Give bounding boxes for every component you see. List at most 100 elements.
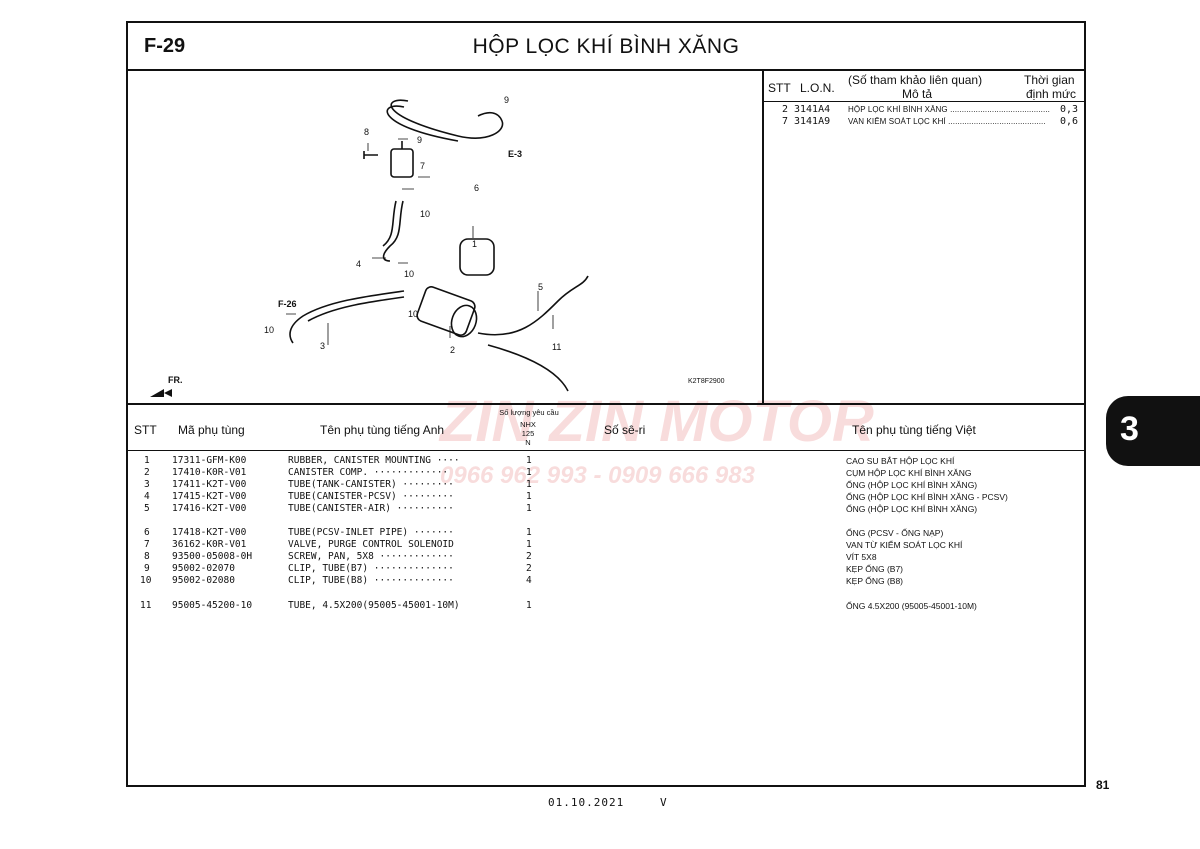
row-stt: 4 xyxy=(144,491,150,502)
lon-row-2-desc: VAN KIỂM SOÁT LỌC KHÍ ..................… xyxy=(848,117,1046,126)
row-qty: 2 xyxy=(526,563,532,574)
row-name-vn: KẸP ỐNG (B7) xyxy=(846,564,903,574)
row-part-number: 36162-K0R-V01 xyxy=(172,539,247,550)
footer-version: V xyxy=(660,796,667,809)
page-title: HỘP LỌC KHÍ BÌNH XĂNG xyxy=(472,35,740,58)
tube-3 xyxy=(289,290,405,344)
row-name-en: RUBBER, CANISTER MOUNTING ···· xyxy=(288,455,460,466)
row-qty: 1 xyxy=(526,455,532,466)
row-part-number: 17418-K2T-V00 xyxy=(172,527,247,538)
screw-8 xyxy=(363,151,378,159)
row-stt: 6 xyxy=(144,527,150,538)
table-row: 10 95002-02080 CLIP, TUBE(B8) ············… xyxy=(128,575,1084,587)
header-name-vn: Tên phụ tùng tiếng Việt xyxy=(852,423,976,437)
ref-fr: FR. xyxy=(168,375,183,385)
row-stt: 2 xyxy=(144,467,150,478)
callout-11: 11 xyxy=(552,342,561,352)
front-arrow-icon xyxy=(150,389,172,397)
parts-table: STT Mã phụ tùng Tên phụ tùng tiếng Anh S… xyxy=(128,403,1084,785)
diagram-code: K2T8F2900 xyxy=(688,378,725,385)
row-part-number: 17416-K2T-V00 xyxy=(172,503,247,514)
row-part-number: 93500-05008-0H xyxy=(172,551,253,562)
header-model-3: N xyxy=(525,438,531,447)
row-stt: 9 xyxy=(144,563,150,574)
row-stt: 5 xyxy=(144,503,150,514)
page-frame: F-29 HỘP LỌC KHÍ BÌNH XĂNG xyxy=(126,21,1086,787)
callout-10b: 10 xyxy=(404,269,414,279)
lon-row-2-code: 3141A9 xyxy=(794,116,831,127)
lon-row-2-time: 0,6 xyxy=(1060,116,1079,127)
row-name-en: SCREW, PAN, 5X8 ············· xyxy=(288,551,454,562)
table-row: 9 95002-02070 CLIP, TUBE(B7) ·············… xyxy=(128,563,1084,575)
row-part-number: 17411-K2T-V00 xyxy=(172,479,247,490)
row-qty: 1 xyxy=(526,503,532,514)
row-name-vn: ỐNG (HỘP LỌC KHÍ BÌNH XĂNG) xyxy=(846,504,978,514)
table-row: 5 17416-K2T-V00 TUBE(CANISTER-AIR) ·······… xyxy=(128,503,1084,515)
row-part-number: 95005-45200-10 xyxy=(172,600,253,611)
callout-1: 1 xyxy=(472,239,477,249)
header-serial: Số sê-ri xyxy=(604,423,646,437)
row-qty: 1 xyxy=(526,527,532,538)
lon-header-desc: Mô tả xyxy=(902,87,933,101)
callout-2: 2 xyxy=(450,345,455,355)
row-stt: 8 xyxy=(144,551,150,562)
callout-9b: 9 xyxy=(417,135,422,145)
row-stt: 3 xyxy=(144,479,150,490)
tube-11 xyxy=(487,344,569,392)
lon-row-2-stt: 7 xyxy=(782,116,789,127)
table-row: 2 17410-K0R-V01 CANISTER COMP. ···········… xyxy=(128,467,1084,479)
row-stt: 1 xyxy=(144,455,150,466)
row-qty: 1 xyxy=(526,479,532,490)
callout-5: 5 xyxy=(538,282,543,292)
row-name-en: CLIP, TUBE(B8) ·············· xyxy=(288,575,454,586)
row-name-vn: KẸP ỐNG (B8) xyxy=(846,576,903,586)
lon-row-1-desc: HỘP LỌC KHÍ BÌNH XĂNG ..................… xyxy=(848,105,1050,114)
header-qty: Số lượng yêu cầu xyxy=(499,408,559,417)
section-number: 3 xyxy=(1120,410,1139,448)
row-part-number: 17410-K0R-V01 xyxy=(172,467,247,478)
header-name-en: Tên phụ tùng tiếng Anh xyxy=(320,423,445,437)
callout-10d: 10 xyxy=(264,325,274,335)
rubber-mount-1 xyxy=(459,238,495,276)
row-qty: 1 xyxy=(526,539,532,550)
callout-7: 7 xyxy=(420,161,425,171)
row-name-vn: VAN TỪ KIỂM SOÁT LỌC KHÍ xyxy=(846,540,963,550)
row-qty: 1 xyxy=(526,491,532,502)
lon-header-time2: định mức xyxy=(1026,87,1077,101)
page-number: 81 xyxy=(1096,778,1110,792)
row-part-number: 17311-GFM-K00 xyxy=(172,455,247,466)
row-name-en: CLIP, TUBE(B7) ·············· xyxy=(288,563,454,574)
row-name-en: CANISTER COMP. ············· xyxy=(288,467,449,478)
callout-4: 4 xyxy=(356,259,361,269)
callout-6: 6 xyxy=(474,183,479,193)
row-part-number: 17415-K2T-V00 xyxy=(172,491,247,502)
canister-2 xyxy=(416,286,476,336)
header-model: NHX xyxy=(520,420,536,429)
row-qty: 1 xyxy=(526,467,532,478)
callout-10c: 10 xyxy=(408,309,418,319)
row-name-vn: ỐNG 4.5X200 (95005-45001-10M) xyxy=(846,601,977,611)
ref-e3: E-3 xyxy=(508,149,522,159)
row-part-number: 95002-02070 xyxy=(172,563,235,574)
tube-6 xyxy=(390,99,504,139)
lon-row-1-stt: 2 xyxy=(782,104,789,115)
row-name-en: TUBE(CANISTER-AIR) ·········· xyxy=(288,503,454,514)
row-name-en: TUBE, 4.5X200(95005-45001-10M) xyxy=(288,600,460,611)
lon-header-lon: L.O.N. xyxy=(800,81,835,95)
title-bar: F-29 HỘP LỌC KHÍ BÌNH XĂNG xyxy=(128,23,1084,71)
lon-row-1-time: 0,3 xyxy=(1060,104,1079,115)
row-part-number: 95002-02080 xyxy=(172,575,235,586)
row-stt: 10 xyxy=(140,575,152,586)
lon-header-ref: (Số tham khảo liên quan) xyxy=(848,73,983,87)
row-name-vn: CỤM HỘP LỌC KHÍ BÌNH XĂNG xyxy=(846,468,972,478)
callout-8: 8 xyxy=(364,127,369,137)
parts-table-header: STT Mã phụ tùng Tên phụ tùng tiếng Anh S… xyxy=(128,405,1084,451)
tube-4 xyxy=(382,200,404,262)
callout-9: 9 xyxy=(504,95,509,105)
header-part-number: Mã phụ tùng xyxy=(178,423,245,437)
header-model-2: 125 xyxy=(521,429,535,438)
